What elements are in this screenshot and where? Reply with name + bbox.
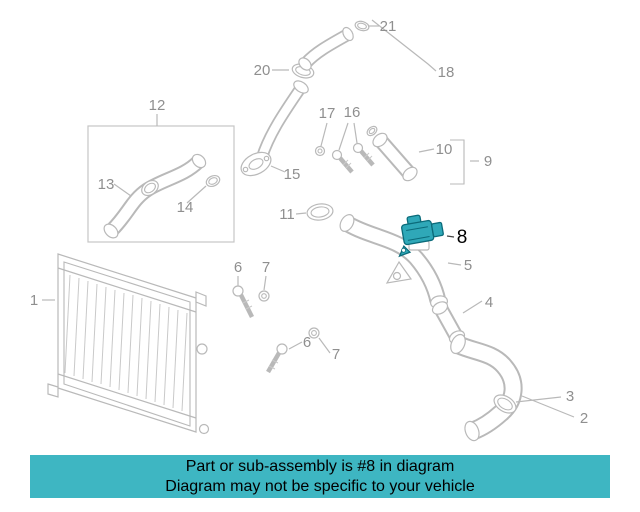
callout-13: 13 <box>98 176 115 193</box>
callout-21: 21 <box>380 18 397 35</box>
banner-line-2: Diagram may not be specific to your vehi… <box>165 477 475 495</box>
lower-hose-part-2 <box>450 333 523 442</box>
callout-11: 11 <box>279 206 295 223</box>
bracket-part-9 <box>450 139 465 185</box>
callout-3: 3 <box>566 388 574 405</box>
clamp-part-3 <box>493 394 517 414</box>
callout-7-lower: 7 <box>332 346 340 363</box>
ring-part-21 <box>354 20 370 32</box>
callout-10: 10 <box>436 141 453 158</box>
callout-5: 5 <box>464 257 472 274</box>
bolt-nut-group-lower <box>266 327 320 374</box>
callout-15: 15 <box>284 166 301 183</box>
callout-12: 12 <box>149 97 166 114</box>
callout-18: 18 <box>438 64 455 81</box>
callout-leader-lines <box>42 19 575 418</box>
notice-banner: Part or sub-assembly is #8 in diagram Di… <box>30 455 610 498</box>
intercooler-part-1 <box>47 253 210 435</box>
callout-16: 16 <box>344 104 361 121</box>
hose-part-10 <box>366 125 418 182</box>
highlighted-part-8[interactable] <box>393 211 446 258</box>
callout-9: 9 <box>484 153 492 170</box>
callout-8-highlighted: 8 <box>457 227 468 248</box>
flange-pipe-part-15 <box>240 80 309 177</box>
clamp-part-11 <box>306 203 334 221</box>
callout-6-upper: 6 <box>234 259 242 276</box>
banner-line-1: Part or sub-assembly is #8 in diagram <box>185 457 455 475</box>
hose-group-box-12 <box>87 125 235 243</box>
bolt-washer-group-upper <box>232 285 270 319</box>
callout-4: 4 <box>485 294 493 311</box>
callout-7-upper: 7 <box>262 259 270 276</box>
bolts-part-16 <box>331 142 375 174</box>
callout-14: 14 <box>177 199 194 216</box>
washer-part-17 <box>314 145 326 157</box>
highlight-leader-line <box>446 235 455 238</box>
callout-2: 2 <box>580 410 588 427</box>
callout-20: 20 <box>254 62 271 79</box>
exploded-parts-diagram: 21 20 18 12 13 14 17 16 15 10 9 11 5 4 6… <box>30 18 588 442</box>
upper-hose-part-18 <box>298 26 354 71</box>
callout-1: 1 <box>30 292 38 309</box>
callout-6-lower: 6 <box>303 334 311 351</box>
callout-17: 17 <box>319 105 336 122</box>
